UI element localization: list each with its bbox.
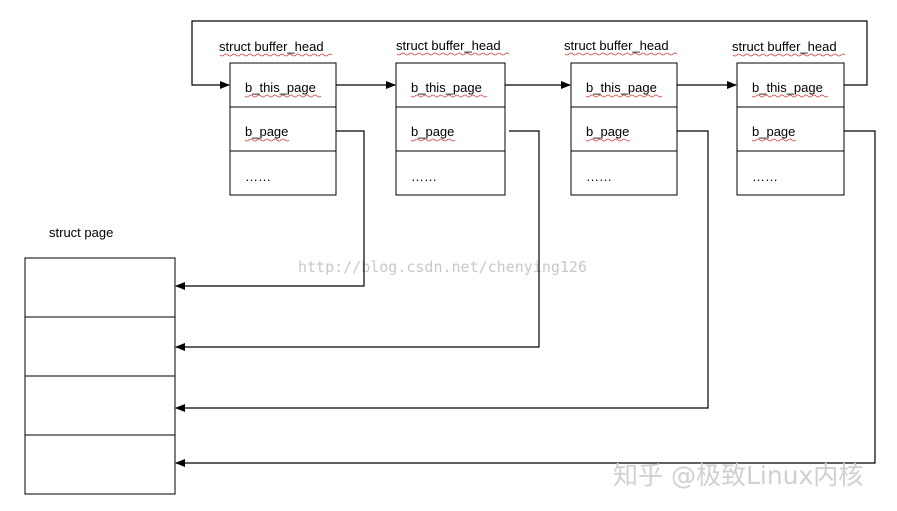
buffer-head-2-title: struct buffer_head (396, 38, 501, 53)
buffer-head-2-ellipsis-label: …… (411, 169, 437, 184)
buffer-head-2-field-b-this-page (395, 62, 506, 108)
spellcheck-underline (219, 53, 333, 57)
buffer-head-2-b-this-page-label: b_this_page (411, 80, 482, 95)
spellcheck-underline (410, 138, 456, 142)
buffer-head-4-b-page-label: b_page (752, 124, 795, 139)
buffer-head-4: struct buffer_head b_this_page b_page …… (732, 39, 846, 196)
buffer-head-2-field-ellipsis (395, 150, 506, 196)
buffer-head-3-field-ellipsis (570, 150, 678, 196)
b-page-arrow-3 (175, 130, 709, 412)
b-page-arrow-1 (175, 130, 365, 290)
b-page-arrow-4 (175, 130, 876, 467)
struct-page-title: struct page (49, 225, 113, 240)
spellcheck-underline (410, 94, 488, 98)
buffer-head-1-ellipsis-label: …… (245, 169, 271, 184)
buffer-head-4-field-b-this-page (736, 62, 845, 108)
spellcheck-underline (751, 138, 797, 142)
buffer-head-1: struct buffer_head b_this_page b_page …… (219, 39, 337, 196)
struct-page-slot-3 (24, 375, 176, 436)
buffer-head-2-field-b-page (395, 106, 506, 152)
spellcheck-underline (244, 138, 290, 142)
struct-page-slot-4 (24, 434, 176, 495)
buffer-head-2: struct buffer_head b_this_page b_page …… (395, 38, 510, 196)
buffer-head-3-b-this-page-label: b_this_page (586, 80, 657, 95)
buffer-head-4-field-ellipsis (736, 150, 845, 196)
watermark-logo: 知乎 @极致Linux内核 (613, 461, 863, 490)
buffer-head-4-b-this-page-label: b_this_page (752, 80, 823, 95)
spellcheck-underline (396, 52, 510, 56)
spellcheck-underline (751, 94, 829, 98)
buffer-head-1-title: struct buffer_head (219, 39, 324, 54)
struct-page: struct page (24, 225, 176, 495)
buffer-head-1-field-ellipsis (229, 150, 337, 196)
spellcheck-underline (585, 138, 631, 142)
b-this-page-wraparound-arrow (191, 20, 868, 89)
buffer-head-1-b-this-page-label: b_this_page (245, 80, 316, 95)
struct-page-slot-1 (24, 257, 176, 318)
struct-page-slot-2 (24, 316, 176, 377)
buffer-head-4-title: struct buffer_head (732, 39, 837, 54)
buffer-head-1-field-b-this-page (229, 62, 337, 108)
buffer-head-3-field-b-page (570, 106, 678, 152)
buffer-head-2-b-page-label: b_page (411, 124, 454, 139)
buffer-head-1-field-b-page (229, 106, 337, 152)
buffer-head-4-ellipsis-label: …… (752, 169, 778, 184)
spellcheck-underline (732, 53, 846, 57)
buffer-head-3-title: struct buffer_head (564, 38, 669, 53)
buffer-head-1-b-page-label: b_page (245, 124, 288, 139)
spellcheck-underline (564, 52, 678, 56)
spellcheck-underline (244, 94, 322, 98)
buffer-head-3-ellipsis-label: …… (586, 169, 612, 184)
buffer-head-4-field-b-page (736, 106, 845, 152)
b-page-arrow-2 (175, 130, 540, 351)
buffer-head-3: struct buffer_head b_this_page b_page …… (564, 38, 678, 196)
watermark-url: http://blog.csdn.net/chenying126 (298, 258, 587, 276)
spellcheck-underline (585, 94, 663, 98)
buffer-head-3-b-page-label: b_page (586, 124, 629, 139)
